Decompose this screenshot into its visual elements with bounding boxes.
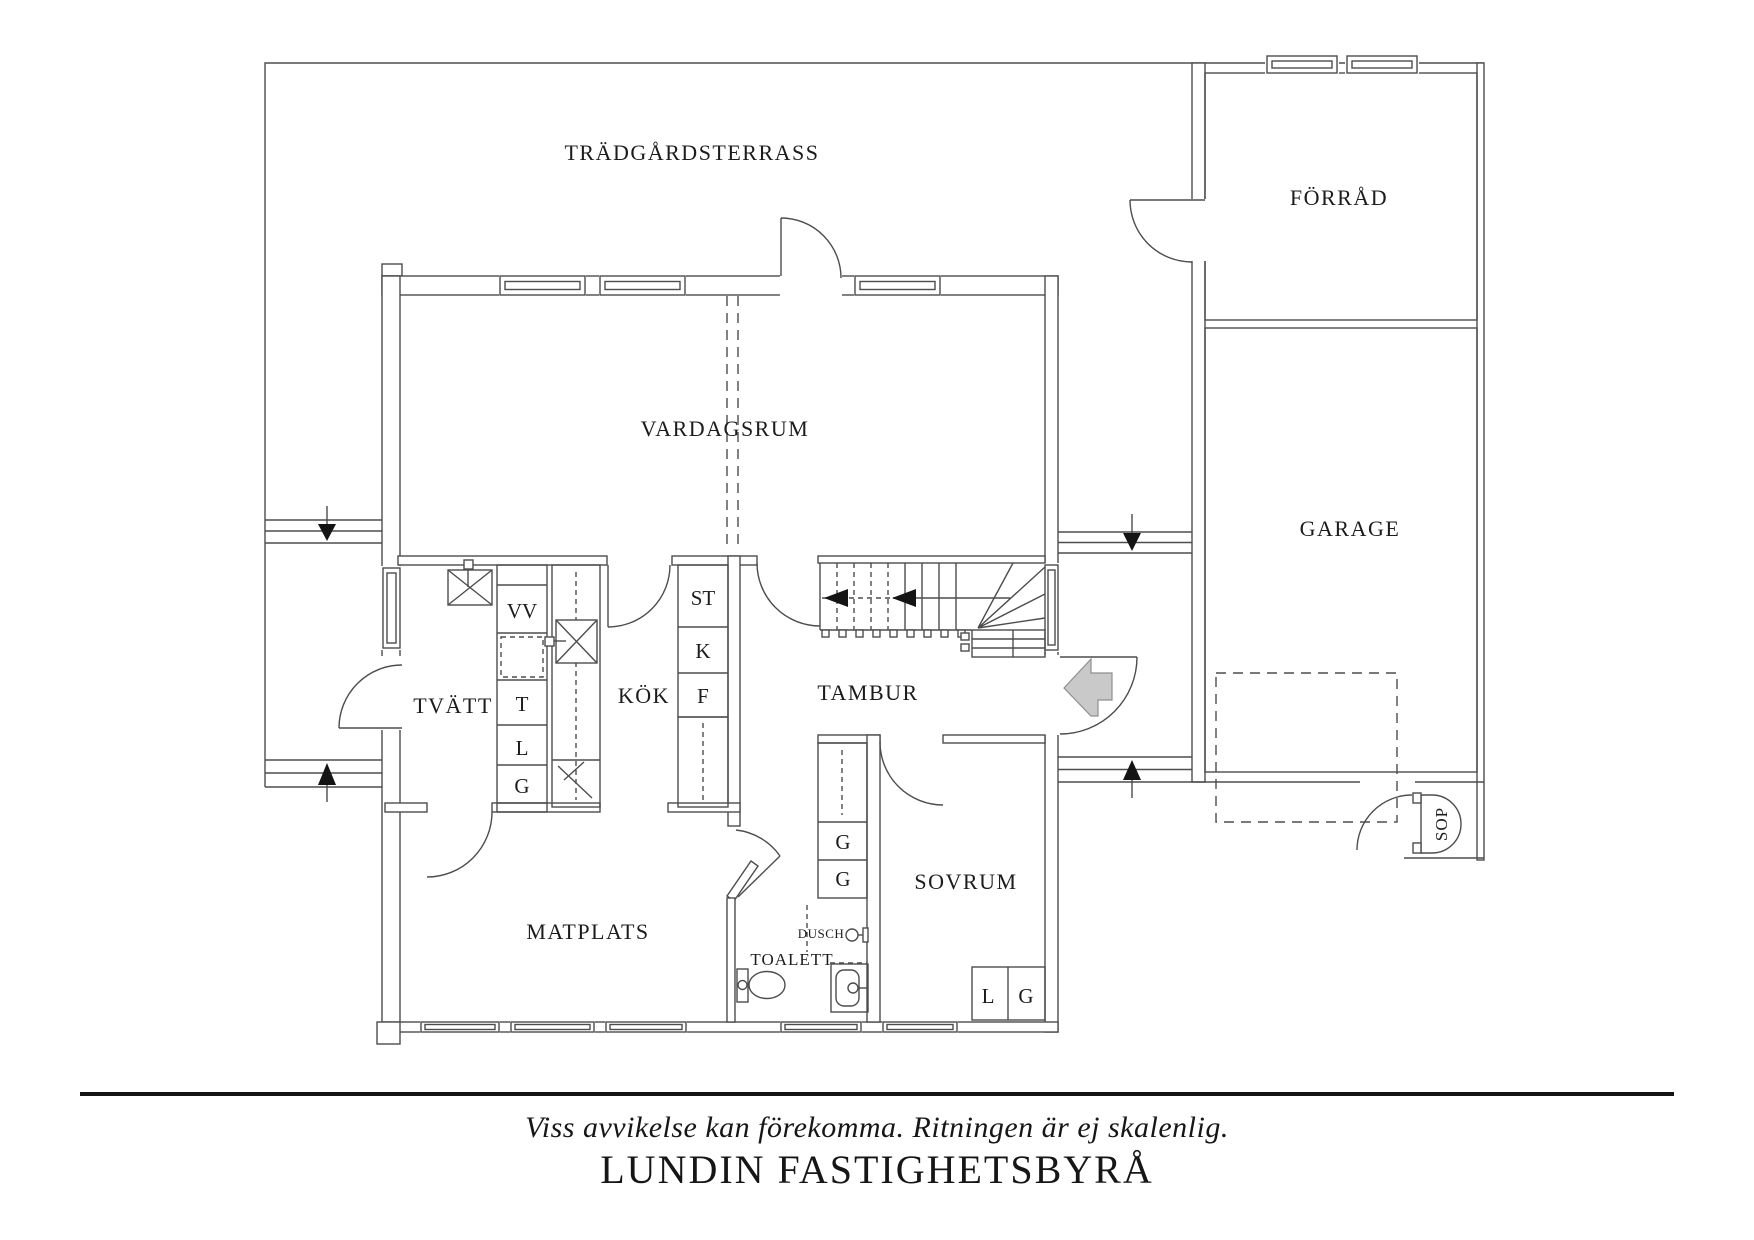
dining-window-icon — [510, 1020, 595, 1034]
fixture-label-f: F — [697, 684, 709, 708]
kitchen-counter-strip — [551, 564, 601, 808]
terrace-passage-upper-icon — [265, 506, 388, 544]
living-room-window-icon — [599, 274, 686, 297]
fixture-label-l: L — [516, 736, 529, 760]
room-label-kitchen: KÖK — [618, 683, 670, 708]
laundry-exterior-door-icon — [338, 656, 403, 730]
kitchen-cabinet-column — [677, 564, 729, 808]
side-passage-upper-icon — [1058, 514, 1192, 554]
interior-walls — [384, 555, 1046, 1023]
room-label-storage: FÖRRÅD — [1290, 185, 1388, 210]
fixture-label-t: T — [516, 692, 529, 716]
terrace-door-arc-icon — [780, 217, 842, 297]
toilet-door-icon — [735, 829, 781, 898]
room-label-bedroom: SOVRUM — [914, 869, 1017, 894]
waste-bin-area — [1356, 792, 1484, 859]
fixture-label-g3: G — [835, 867, 850, 891]
shower-head-icon — [845, 928, 859, 942]
stairs — [819, 562, 1046, 658]
living-room-divider-dashed — [726, 296, 739, 545]
fixture-label-l2: L — [982, 984, 995, 1008]
room-label-toilet: TOALETT — [750, 950, 833, 969]
fixture-label-vv: VV — [507, 599, 537, 623]
footer-divider — [80, 1092, 1674, 1096]
storage-window-icon — [1345, 54, 1419, 75]
room-label-living-room: VARDAGSRUM — [641, 416, 810, 441]
toilet-icon — [736, 968, 786, 1003]
hall-door-arc-icon — [756, 562, 821, 627]
garage-room — [1204, 327, 1478, 773]
entry-door-icon — [1044, 655, 1138, 735]
room-label-dining: MATPLATS — [526, 919, 649, 944]
stair-teeth — [821, 629, 966, 638]
terrace-passage-lower-icon — [265, 759, 388, 802]
storage-room — [1204, 72, 1478, 321]
living-room-window-icon — [499, 274, 586, 297]
bedroom-window-icon — [882, 1020, 958, 1034]
kitchen-door-arc-icon — [607, 564, 671, 628]
house-exterior-walls — [376, 263, 1059, 1045]
side-passage-lower-icon — [1058, 756, 1192, 798]
storage-door-arc-icon — [1129, 199, 1207, 263]
waste-bin-icon — [1420, 794, 1462, 854]
fixture-label-g2: G — [835, 830, 850, 854]
dining-window-icon — [605, 1020, 687, 1034]
fixture-label-g4: G — [1018, 984, 1033, 1008]
laundry-cabinet-column — [496, 564, 548, 813]
waste-door-arc-icon — [1356, 794, 1413, 851]
toilet-angled-wall — [726, 860, 759, 902]
laundry-window-icon — [381, 566, 401, 650]
stair-window-icon — [1044, 563, 1059, 652]
fixture-label-st: ST — [691, 586, 716, 610]
dining-window-icon — [420, 1020, 500, 1034]
fixture-label-k: K — [695, 639, 710, 663]
stair-arrow-icon — [824, 589, 848, 607]
room-label-terrace: TRÄDGÅRDSTERRASS — [564, 140, 819, 165]
hall-cabinet-column — [817, 742, 868, 899]
dining-door-arc-icon — [426, 811, 493, 878]
footer-brand: LUNDIN FASTIGHETSBYRÅ — [600, 1147, 1153, 1192]
room-label-hall: TAMBUR — [817, 680, 918, 705]
toilet-window-icon — [780, 1020, 862, 1034]
storage-window-icon — [1265, 54, 1339, 75]
shower-area — [806, 905, 869, 964]
kitchen-sink-icon — [544, 619, 598, 664]
washbasin-icon — [830, 963, 869, 1013]
garage-parking-dashed — [1215, 672, 1398, 823]
room-label-garage: GARAGE — [1300, 516, 1401, 541]
room-label-waste: SOP — [1432, 807, 1451, 841]
room-label-laundry: TVÄTT — [413, 693, 493, 718]
footer-disclaimer: Viss avvikelse kan förekomma. Ritningen … — [525, 1111, 1229, 1144]
terrace-boundary — [264, 62, 1192, 787]
bedroom-closet — [971, 966, 1046, 1021]
laundry-sink-icon — [447, 559, 493, 606]
bedroom-door-arc-icon — [879, 741, 944, 806]
outbuilding-walls — [1191, 62, 1485, 861]
entry-arrow-icon — [1063, 657, 1113, 717]
living-room-window-icon — [854, 274, 941, 297]
fixture-label-g: G — [514, 774, 529, 798]
under-stair-boxes — [960, 629, 1046, 658]
room-label-shower: DUSCH — [798, 926, 845, 941]
stair-arrow-icon — [892, 589, 916, 607]
